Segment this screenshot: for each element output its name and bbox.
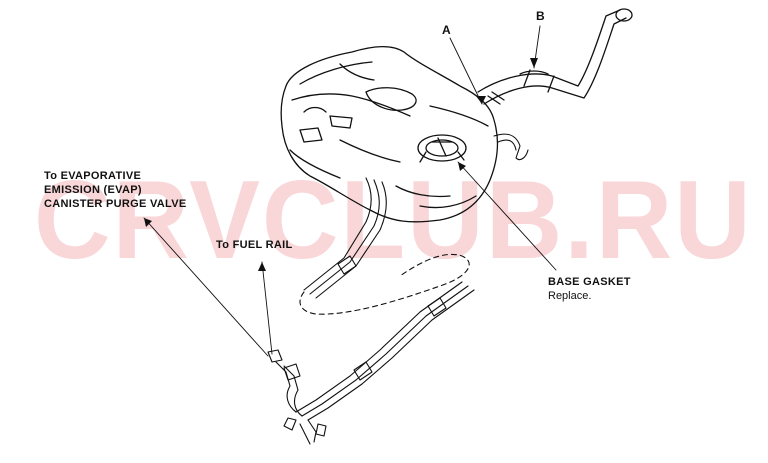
leader-fuel-rail — [261, 261, 273, 355]
arrow-fuel-rail — [258, 262, 266, 271]
callout-b: B — [536, 9, 545, 23]
fuel-tank — [280, 46, 499, 223]
arrow-b — [530, 58, 538, 68]
fuel-rail-label: To FUEL RAIL — [216, 239, 293, 251]
evap-label-line2: EMISSION (EVAP) — [44, 184, 142, 196]
watermark-text: CRVCLUB.RU — [34, 158, 753, 282]
connector-lines — [267, 349, 327, 445]
arrow-evap — [144, 218, 152, 227]
upper-fuel-lines — [303, 177, 387, 299]
dashed-connection — [299, 253, 470, 315]
lower-fuel-lines — [295, 281, 475, 421]
base-gasket-label: BASE GASKET — [548, 276, 631, 288]
leader-base-gasket — [457, 161, 557, 271]
arrow-a — [476, 96, 486, 104]
leader-lines — [143, 25, 557, 357]
vent-line — [493, 133, 529, 161]
callout-a: A — [442, 23, 451, 37]
base-gasket-note: Replace. — [548, 290, 592, 302]
filler-neck — [477, 8, 633, 105]
evap-label-line1: To EVAPORATIVE — [44, 170, 142, 182]
evap-label-line3: CANISTER PURGE VALVE — [44, 198, 187, 210]
fuel-pump-module — [417, 134, 467, 163]
leader-a — [449, 37, 483, 105]
arrow-base-gasket — [458, 162, 466, 171]
leader-evap — [143, 217, 269, 357]
